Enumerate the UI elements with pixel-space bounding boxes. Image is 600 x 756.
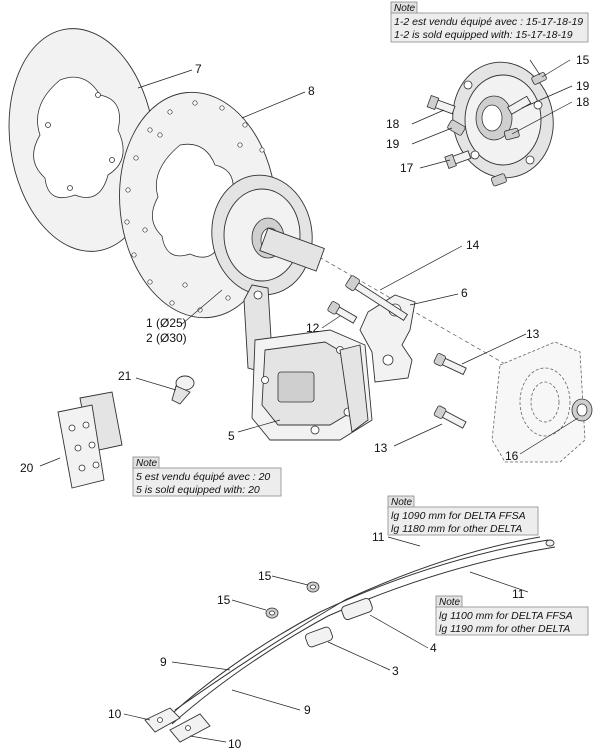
- note-caliper-heading: Note: [136, 458, 158, 469]
- cable-clamp-4: [341, 597, 373, 621]
- callout-19-right: 19: [576, 79, 590, 93]
- screw-13-lower: [433, 405, 467, 429]
- callout-19-left: 19: [386, 137, 400, 151]
- hub-screws: [426, 72, 547, 187]
- screw-13-upper: [433, 353, 467, 376]
- brake-cables-11: [164, 536, 556, 725]
- note-cable-b: Note lg 1100 mm for DELTA FFSA lg 1190 m…: [435, 595, 589, 636]
- callout-21: 21: [118, 369, 132, 383]
- callout-15-upper: 15: [258, 569, 272, 583]
- screw-14: [345, 275, 409, 322]
- callout-5: 5: [228, 429, 235, 443]
- callout-10-left: 10: [108, 707, 122, 721]
- callout-12: 12: [306, 321, 320, 335]
- note-cable-b-line1: lg 1100 mm for DELTA FFSA: [439, 610, 573, 622]
- callout-17: 17: [400, 161, 414, 175]
- callout-3: 3: [392, 664, 399, 678]
- hub-assembly-top: [452, 61, 554, 179]
- note-hub-line1: 1-2 est vendu équipé avec : 15-17-18-19: [394, 16, 583, 28]
- note-cable-a-line1: lg 1090 mm for DELTA FFSA: [391, 510, 526, 522]
- nut-16: [571, 398, 593, 422]
- callout-11-upper: 11: [372, 530, 385, 544]
- cable-clamp-3: [305, 626, 333, 648]
- callout-16: 16: [505, 449, 519, 463]
- screw-12: [327, 301, 358, 324]
- callout-2: 2 (Ø30): [146, 331, 187, 345]
- callout-1: 1 (Ø25): [146, 316, 187, 330]
- note-cable-a-heading: Note: [391, 497, 413, 508]
- note-cable-b-line2: lg 1190 mm for other DELTA: [439, 623, 570, 635]
- leader-lines: [39, 59, 579, 743]
- callout-labels: 7 8 15 18 19 19 18 17 1 (Ø25) 2 (Ø30) 14…: [20, 53, 590, 751]
- note-caliper-line2: 5 is sold equipped with: 20: [136, 484, 260, 496]
- note-cable-a: Note lg 1090 mm for DELTA FFSA lg 1180 m…: [387, 495, 539, 536]
- callout-15-lower: 15: [217, 593, 231, 607]
- callout-14: 14: [466, 238, 480, 252]
- callout-18-right: 18: [576, 95, 590, 109]
- callout-10-bottom: 10: [228, 737, 242, 751]
- nut-15-upper: [306, 581, 320, 593]
- note-cable-a-line2: lg 1180 mm for other DELTA: [391, 523, 522, 535]
- callout-11-lower: 11: [512, 587, 525, 601]
- callout-8: 8: [308, 84, 315, 98]
- note-caliper: Note 5 est vendu équipé avec : 20 5 is s…: [132, 456, 282, 497]
- callout-18-left: 18: [386, 117, 400, 131]
- callout-9-upper: 9: [160, 655, 167, 669]
- caliper-5: [251, 329, 373, 441]
- callout-4: 4: [430, 641, 437, 655]
- callout-7: 7: [195, 62, 202, 76]
- disc-hub-1-2: [211, 174, 325, 296]
- nut-15-lower: [265, 607, 279, 619]
- callout-9-lower: 9: [304, 703, 311, 717]
- note-hub-line2: 1-2 is sold equipped with: 15-17-18-19: [394, 29, 573, 41]
- clip-21: [171, 375, 195, 405]
- cable-end-clamps-10: [144, 707, 211, 743]
- callout-20: 20: [20, 461, 34, 475]
- callout-13-upper: 13: [526, 327, 540, 341]
- note-hub: Note 1-2 est vendu équipé avec : 15-17-1…: [390, 1, 589, 43]
- brake-disc-7: [8, 28, 156, 252]
- callout-6: 6: [461, 286, 468, 300]
- note-hub-heading: Note: [394, 3, 416, 14]
- note-cable-b-heading: Note: [439, 597, 461, 608]
- callout-13-lower: 13: [374, 441, 388, 455]
- brake-pads-20: [57, 391, 123, 489]
- note-caliper-line1: 5 est vendu équipé avec : 20: [136, 471, 270, 483]
- bearing-housing-ghost: [491, 341, 586, 463]
- callout-15-hub: 15: [576, 53, 590, 67]
